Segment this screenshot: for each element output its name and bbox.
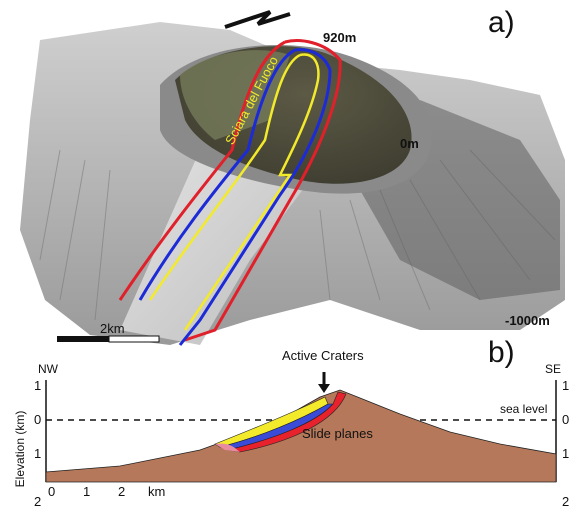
right-tick-neg2: 2	[562, 494, 570, 509]
slide-planes-label: Slide planes	[302, 426, 373, 441]
left-tick-0: 0	[34, 412, 42, 427]
right-tick-neg1: 1	[562, 446, 570, 461]
x-tick-2: 2	[118, 484, 126, 499]
pink-slide-layer	[215, 443, 240, 452]
north-arrow-icon	[224, 10, 291, 29]
left-tick-1: 1	[34, 378, 42, 393]
red-slide-layer	[227, 391, 347, 453]
panel-b-cross-section: b) Active Craters NW SE sea level Slide …	[0, 336, 575, 511]
sea-level-label: sea level	[500, 402, 548, 416]
scale-bar	[57, 335, 160, 343]
active-craters-label: Active Craters	[282, 348, 364, 363]
panel-b-label: b)	[488, 336, 515, 369]
y-axis-label: Elevation (km)	[13, 410, 27, 488]
panel-a-label: a)	[488, 6, 515, 39]
yellow-boundary	[148, 53, 320, 331]
se-label: SE	[545, 362, 562, 376]
terrain-render	[20, 10, 565, 346]
panel-a-3d-view: a) 920m 0m -1000m 2km Sciara del Fuoco	[20, 6, 565, 346]
left-tick-neg1: 1	[34, 446, 42, 461]
x-unit: km	[148, 484, 166, 499]
right-tick-1: 1	[562, 378, 570, 393]
nw-label: NW	[38, 362, 58, 376]
collapse-scar	[120, 140, 310, 345]
down-arrow-icon	[318, 372, 330, 393]
red-boundary	[118, 39, 342, 342]
x-tick-1: 1	[83, 484, 91, 499]
label-920m: 920m	[323, 30, 357, 45]
cross-section-svg	[45, 372, 557, 483]
terrain-profile	[45, 389, 557, 483]
label-0m: 0m	[400, 136, 419, 151]
x-tick-0: 0	[48, 484, 56, 499]
island-vegetation	[180, 50, 290, 140]
right-tick-0: 0	[562, 412, 570, 427]
label-minus-1000m: -1000m	[505, 313, 550, 328]
left-tick-neg2: 2	[34, 494, 42, 509]
blue-boundary	[138, 48, 332, 346]
scale-label: 2km	[100, 321, 125, 336]
